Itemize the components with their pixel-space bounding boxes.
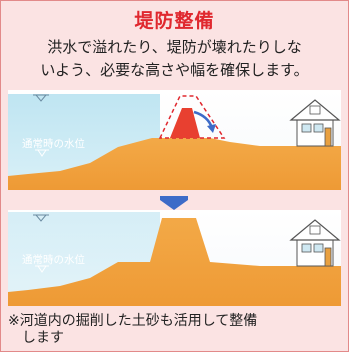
panel-before xyxy=(8,90,341,190)
transition-arrow-icon xyxy=(160,196,188,210)
widening-arrowhead-icon xyxy=(207,124,216,133)
footnote-line-1: ※河道内の掘削した土砂も活用して整備 xyxy=(8,313,258,329)
target-levee-outline xyxy=(158,95,226,139)
house-icon xyxy=(289,219,341,267)
ground-profile xyxy=(8,138,341,190)
ground-profile-after xyxy=(8,218,341,306)
panel-after xyxy=(8,210,341,306)
description-line-2: いよう、必要な高さや幅を確保します。 xyxy=(40,61,309,79)
current-levee xyxy=(170,108,200,138)
panel-before-water-level-label: 通常時の水位 xyxy=(22,137,85,150)
page-title: 堤防整備 xyxy=(134,10,215,32)
house-icon xyxy=(289,99,341,147)
description-line-1: 洪水で溢れたり、堤防が壊れたりしな xyxy=(47,38,302,56)
panel-after-water-level-label: 通常時の水位 xyxy=(22,253,85,266)
footnote-line-2: します xyxy=(22,330,64,346)
